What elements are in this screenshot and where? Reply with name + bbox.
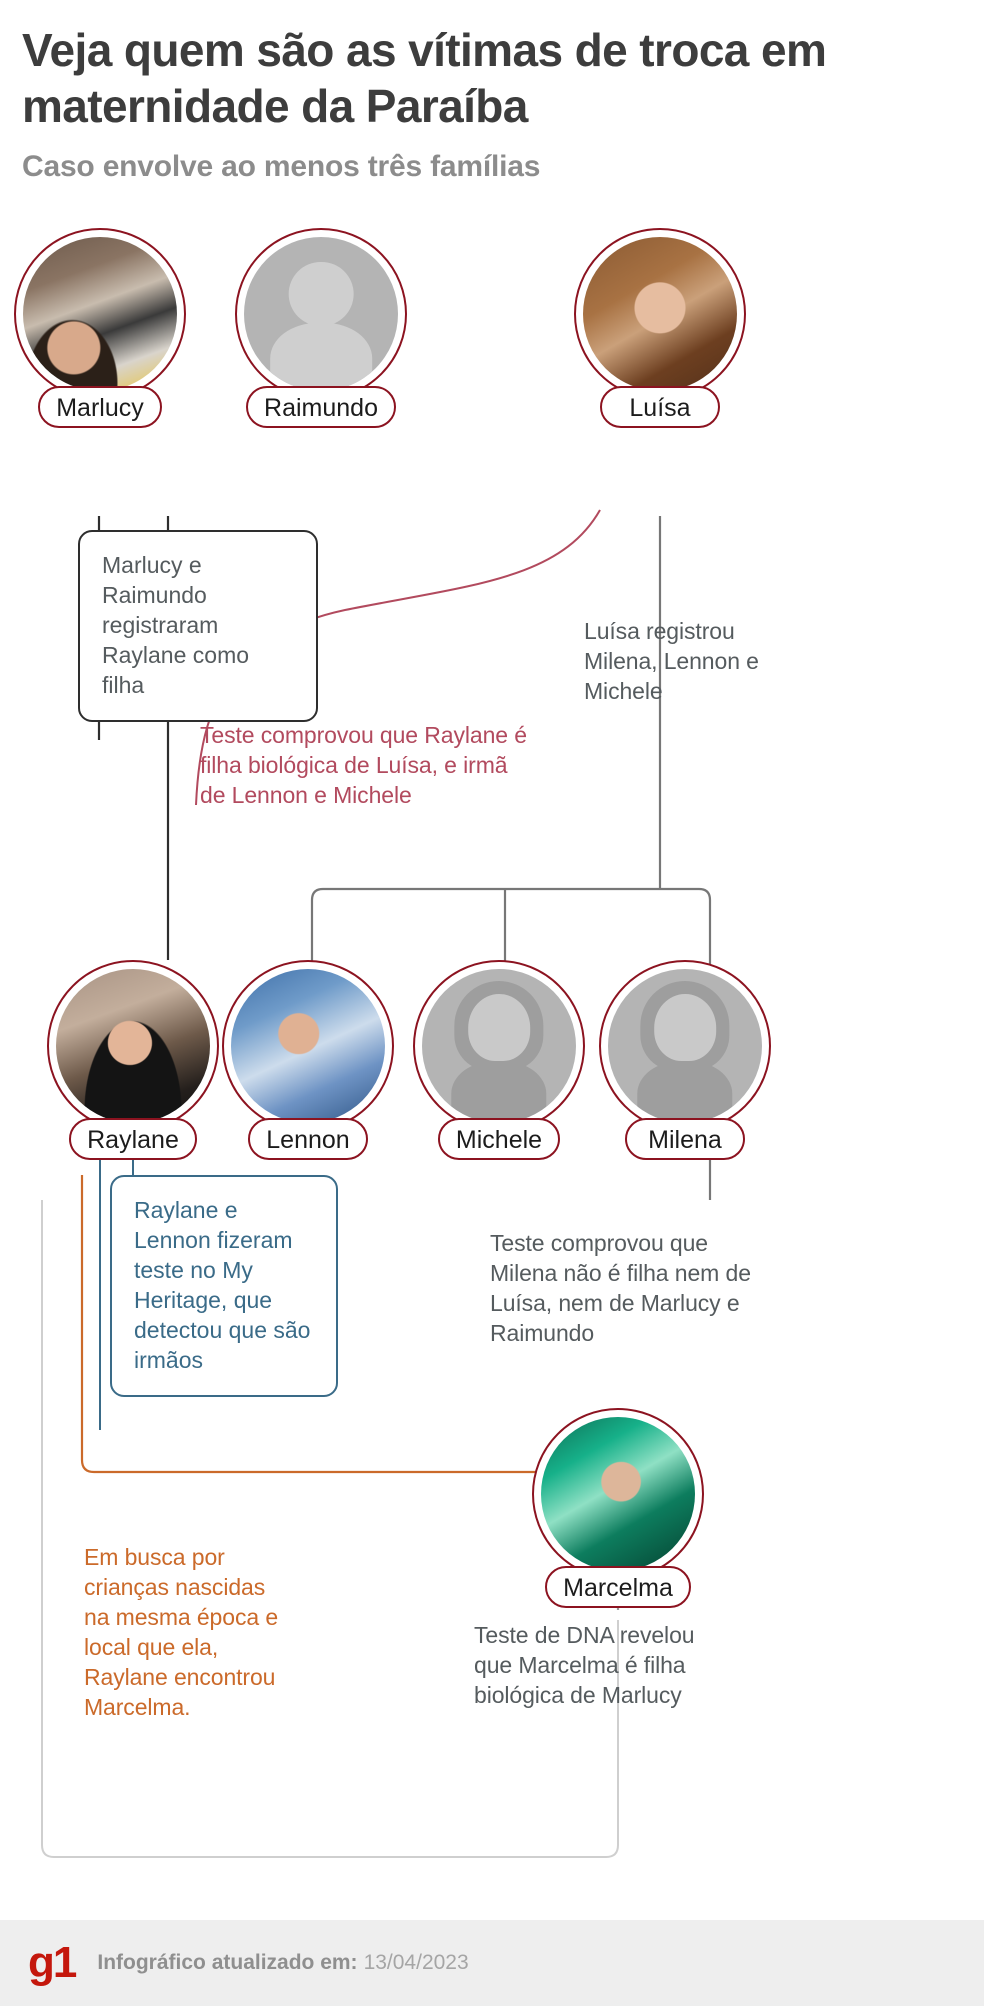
- person-michele[interactable]: Michele: [404, 960, 594, 1160]
- person-raimundo[interactable]: Raimundo: [226, 228, 416, 428]
- note-luisa-registrou: Luísa registrou Milena, Lennon e Michele: [584, 618, 759, 704]
- name-label-marlucy: Marlucy: [38, 386, 162, 428]
- name-label-milena: Milena: [625, 1118, 745, 1160]
- note-marlucy-raimundo: Marlucy e Raimundo registraram Raylane c…: [78, 530, 318, 722]
- avatar: [222, 960, 394, 1132]
- avatar: [574, 228, 746, 400]
- photo-marlucy: [23, 237, 177, 391]
- name-label-lennon: Lennon: [248, 1118, 368, 1160]
- photo-luisa: [583, 237, 737, 391]
- name-label-raimundo: Raimundo: [246, 386, 396, 428]
- note-teste-marcelma: Teste de DNA revelou que Marcelma é filh…: [474, 1622, 695, 1708]
- person-marlucy[interactable]: Marlucy: [5, 228, 195, 428]
- name-label-raylane: Raylane: [69, 1118, 197, 1160]
- placeholder-avatar-icon: [608, 969, 762, 1123]
- person-milena[interactable]: Milena: [590, 960, 780, 1160]
- avatar: [14, 228, 186, 400]
- person-raylane[interactable]: Raylane: [38, 960, 228, 1160]
- placeholder-avatar-icon: [422, 969, 576, 1123]
- note-busca-marcelma: Em busca por crianças nascidas na mesma …: [84, 1544, 279, 1720]
- photo-lennon: [231, 969, 385, 1123]
- footer-date: 13/04/2023: [363, 1951, 469, 1974]
- note-teste-milena: Teste comprovou que Milena não é filha n…: [490, 1230, 751, 1346]
- note-teste-raylane: Teste comprovou que Raylane é filha biol…: [200, 722, 527, 808]
- person-lennon[interactable]: Lennon: [213, 960, 403, 1160]
- avatar: [599, 960, 771, 1132]
- avatar: [47, 960, 219, 1132]
- person-luisa[interactable]: Luísa: [565, 228, 755, 428]
- g1-logo: g1: [28, 1938, 77, 1987]
- note-my-heritage: Raylane e Lennon fizeram teste no My Her…: [110, 1175, 338, 1397]
- name-label-michele: Michele: [437, 1118, 561, 1160]
- avatar: [413, 960, 585, 1132]
- name-label-marcelma: Marcelma: [545, 1566, 691, 1608]
- footer-bar: g1 Infográfico atualizado em: 13/04/2023: [0, 1920, 984, 2006]
- avatar: [235, 228, 407, 400]
- page-title: Veja quem são as vítimas de troca em mat…: [22, 24, 827, 132]
- placeholder-avatar-icon: [244, 237, 398, 391]
- footer-label: Infográfico atualizado em:: [97, 1951, 358, 1974]
- page-subtitle: Caso envolve ao menos três famílias: [22, 150, 541, 183]
- person-marcelma[interactable]: Marcelma: [523, 1408, 713, 1608]
- photo-raylane: [56, 969, 210, 1123]
- avatar: [532, 1408, 704, 1580]
- photo-marcelma: [541, 1417, 695, 1571]
- name-label-luisa: Luísa: [600, 386, 720, 428]
